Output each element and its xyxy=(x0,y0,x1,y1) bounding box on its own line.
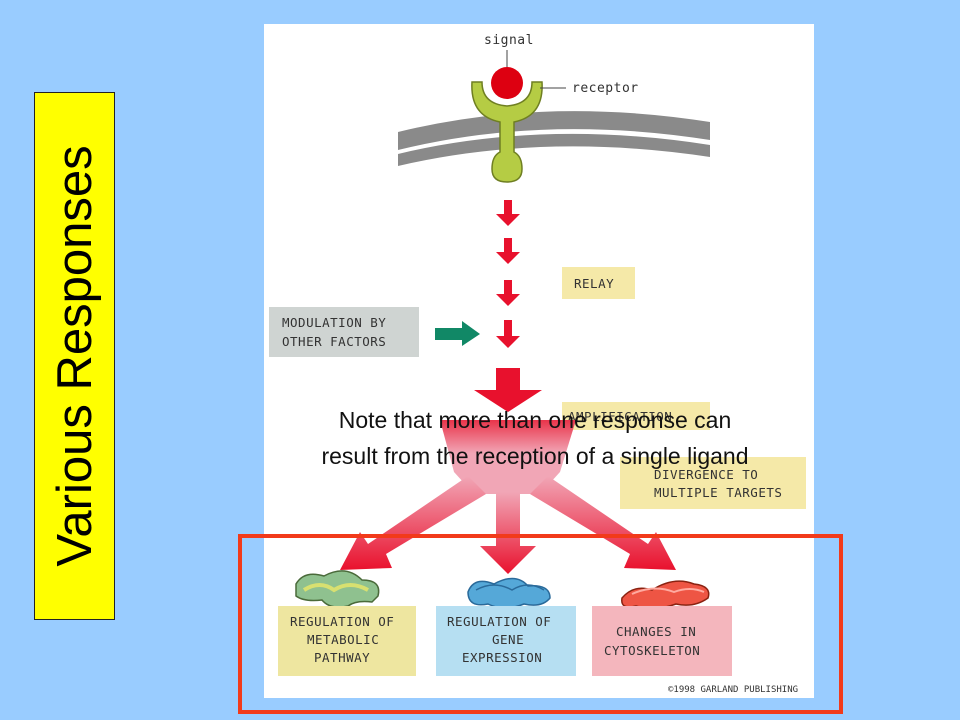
amplification-label: AMPLIFICATION xyxy=(568,409,672,424)
outcome-gene-line1: REGULATION OF xyxy=(447,614,551,629)
modulation-label-line1: MODULATION BY xyxy=(282,315,386,330)
copyright-text: ©1998 GARLAND PUBLISHING xyxy=(668,685,798,695)
outcome-box-cytoskeleton xyxy=(592,606,732,676)
divergence-arrows xyxy=(340,476,676,574)
signal-molecule xyxy=(491,67,523,99)
outcome-metabolic-line1: REGULATION OF xyxy=(290,614,394,629)
outcome-metabolic-line2: METABOLIC xyxy=(307,632,379,647)
relay-box xyxy=(562,267,635,299)
metabolic-enzyme-shape xyxy=(295,570,380,608)
relay-arrows xyxy=(496,200,520,348)
note-text: Note that more than one response can res… xyxy=(321,407,749,469)
cell-membrane xyxy=(398,111,710,166)
modulation-label-line2: OTHER FACTORS xyxy=(282,334,386,349)
outcome-gene-line3: EXPRESSION xyxy=(462,650,542,665)
amplification-box xyxy=(562,402,710,430)
relay-label: RELAY xyxy=(574,276,614,291)
gene-protein-shape xyxy=(467,577,551,609)
diagram-canvas: signal receptor RELAY MODULATION BY OTHE… xyxy=(269,33,806,695)
side-title: Various Responses xyxy=(47,145,102,567)
outcome-box-metabolic xyxy=(278,606,416,676)
outcome-metabolic-line3: PATHWAY xyxy=(314,650,370,665)
divergence-box xyxy=(620,457,806,509)
amplification-arrow xyxy=(474,368,542,412)
outcome-cytoskeleton-line2: CYTOSKELETON xyxy=(604,643,700,658)
highlight-frame xyxy=(238,534,843,714)
receptor-shape xyxy=(471,81,543,183)
divergence-label-line1: DIVERGENCE TO xyxy=(654,467,758,482)
signal-label: signal xyxy=(484,33,534,48)
outcome-box-gene xyxy=(436,606,576,676)
modulation-arrow xyxy=(435,321,480,346)
divergence-hub xyxy=(440,420,576,494)
side-banner: Various Responses xyxy=(34,92,115,620)
outcome-gene-line2: GENE xyxy=(492,632,524,647)
modulation-box xyxy=(269,307,419,357)
outcome-cytoskeleton-line1: CHANGES IN xyxy=(616,624,696,639)
signaling-diagram: signal receptor RELAY MODULATION BY OTHE… xyxy=(264,24,814,698)
receptor-label: receptor xyxy=(572,81,639,96)
divergence-label-line2: MULTIPLE TARGETS xyxy=(654,485,782,500)
